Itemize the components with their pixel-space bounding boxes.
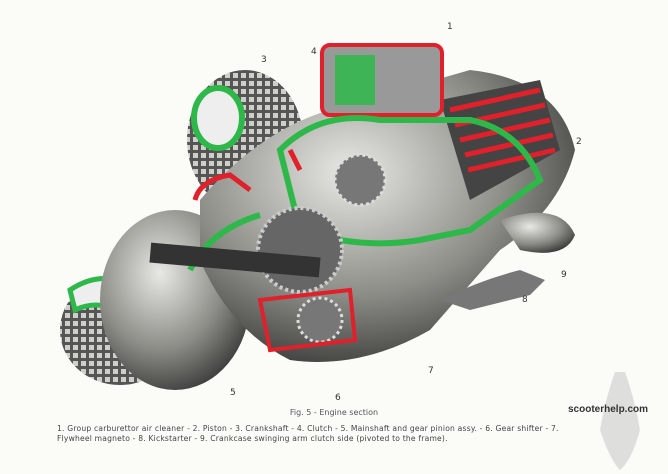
crankcase-section-green [276, 115, 544, 247]
gear-large [256, 206, 344, 294]
watermark-logo [600, 372, 640, 470]
gear-lower [296, 296, 344, 344]
callout-1: 1 [447, 22, 453, 32]
air-cleaner-section [335, 55, 375, 105]
watermark-text: scooterhelp.com [568, 404, 649, 415]
clutch-section-red [192, 148, 303, 201]
figure-caption: Fig. 5 - Engine section [289, 408, 379, 417]
callout-6: 6 [335, 393, 341, 403]
gear-upper [333, 153, 387, 207]
swing-arm [500, 212, 575, 253]
callout-3: 3 [261, 55, 267, 65]
callout-2: 2 [576, 137, 582, 147]
kickstarter [440, 270, 545, 310]
figure-legend: 1. Group carburettor air cleaner - 2. Pi… [57, 424, 559, 443]
mainshaft [149, 242, 321, 278]
tire-upper-section [191, 85, 245, 151]
callout-9: 9 [561, 270, 567, 280]
cylinder-fins [440, 80, 560, 200]
callout-4: 4 [311, 47, 317, 57]
callout-5: 5 [230, 388, 236, 398]
gear-shifter-section [257, 287, 358, 353]
callout-8: 8 [522, 295, 528, 305]
callout-7: 7 [428, 366, 434, 376]
